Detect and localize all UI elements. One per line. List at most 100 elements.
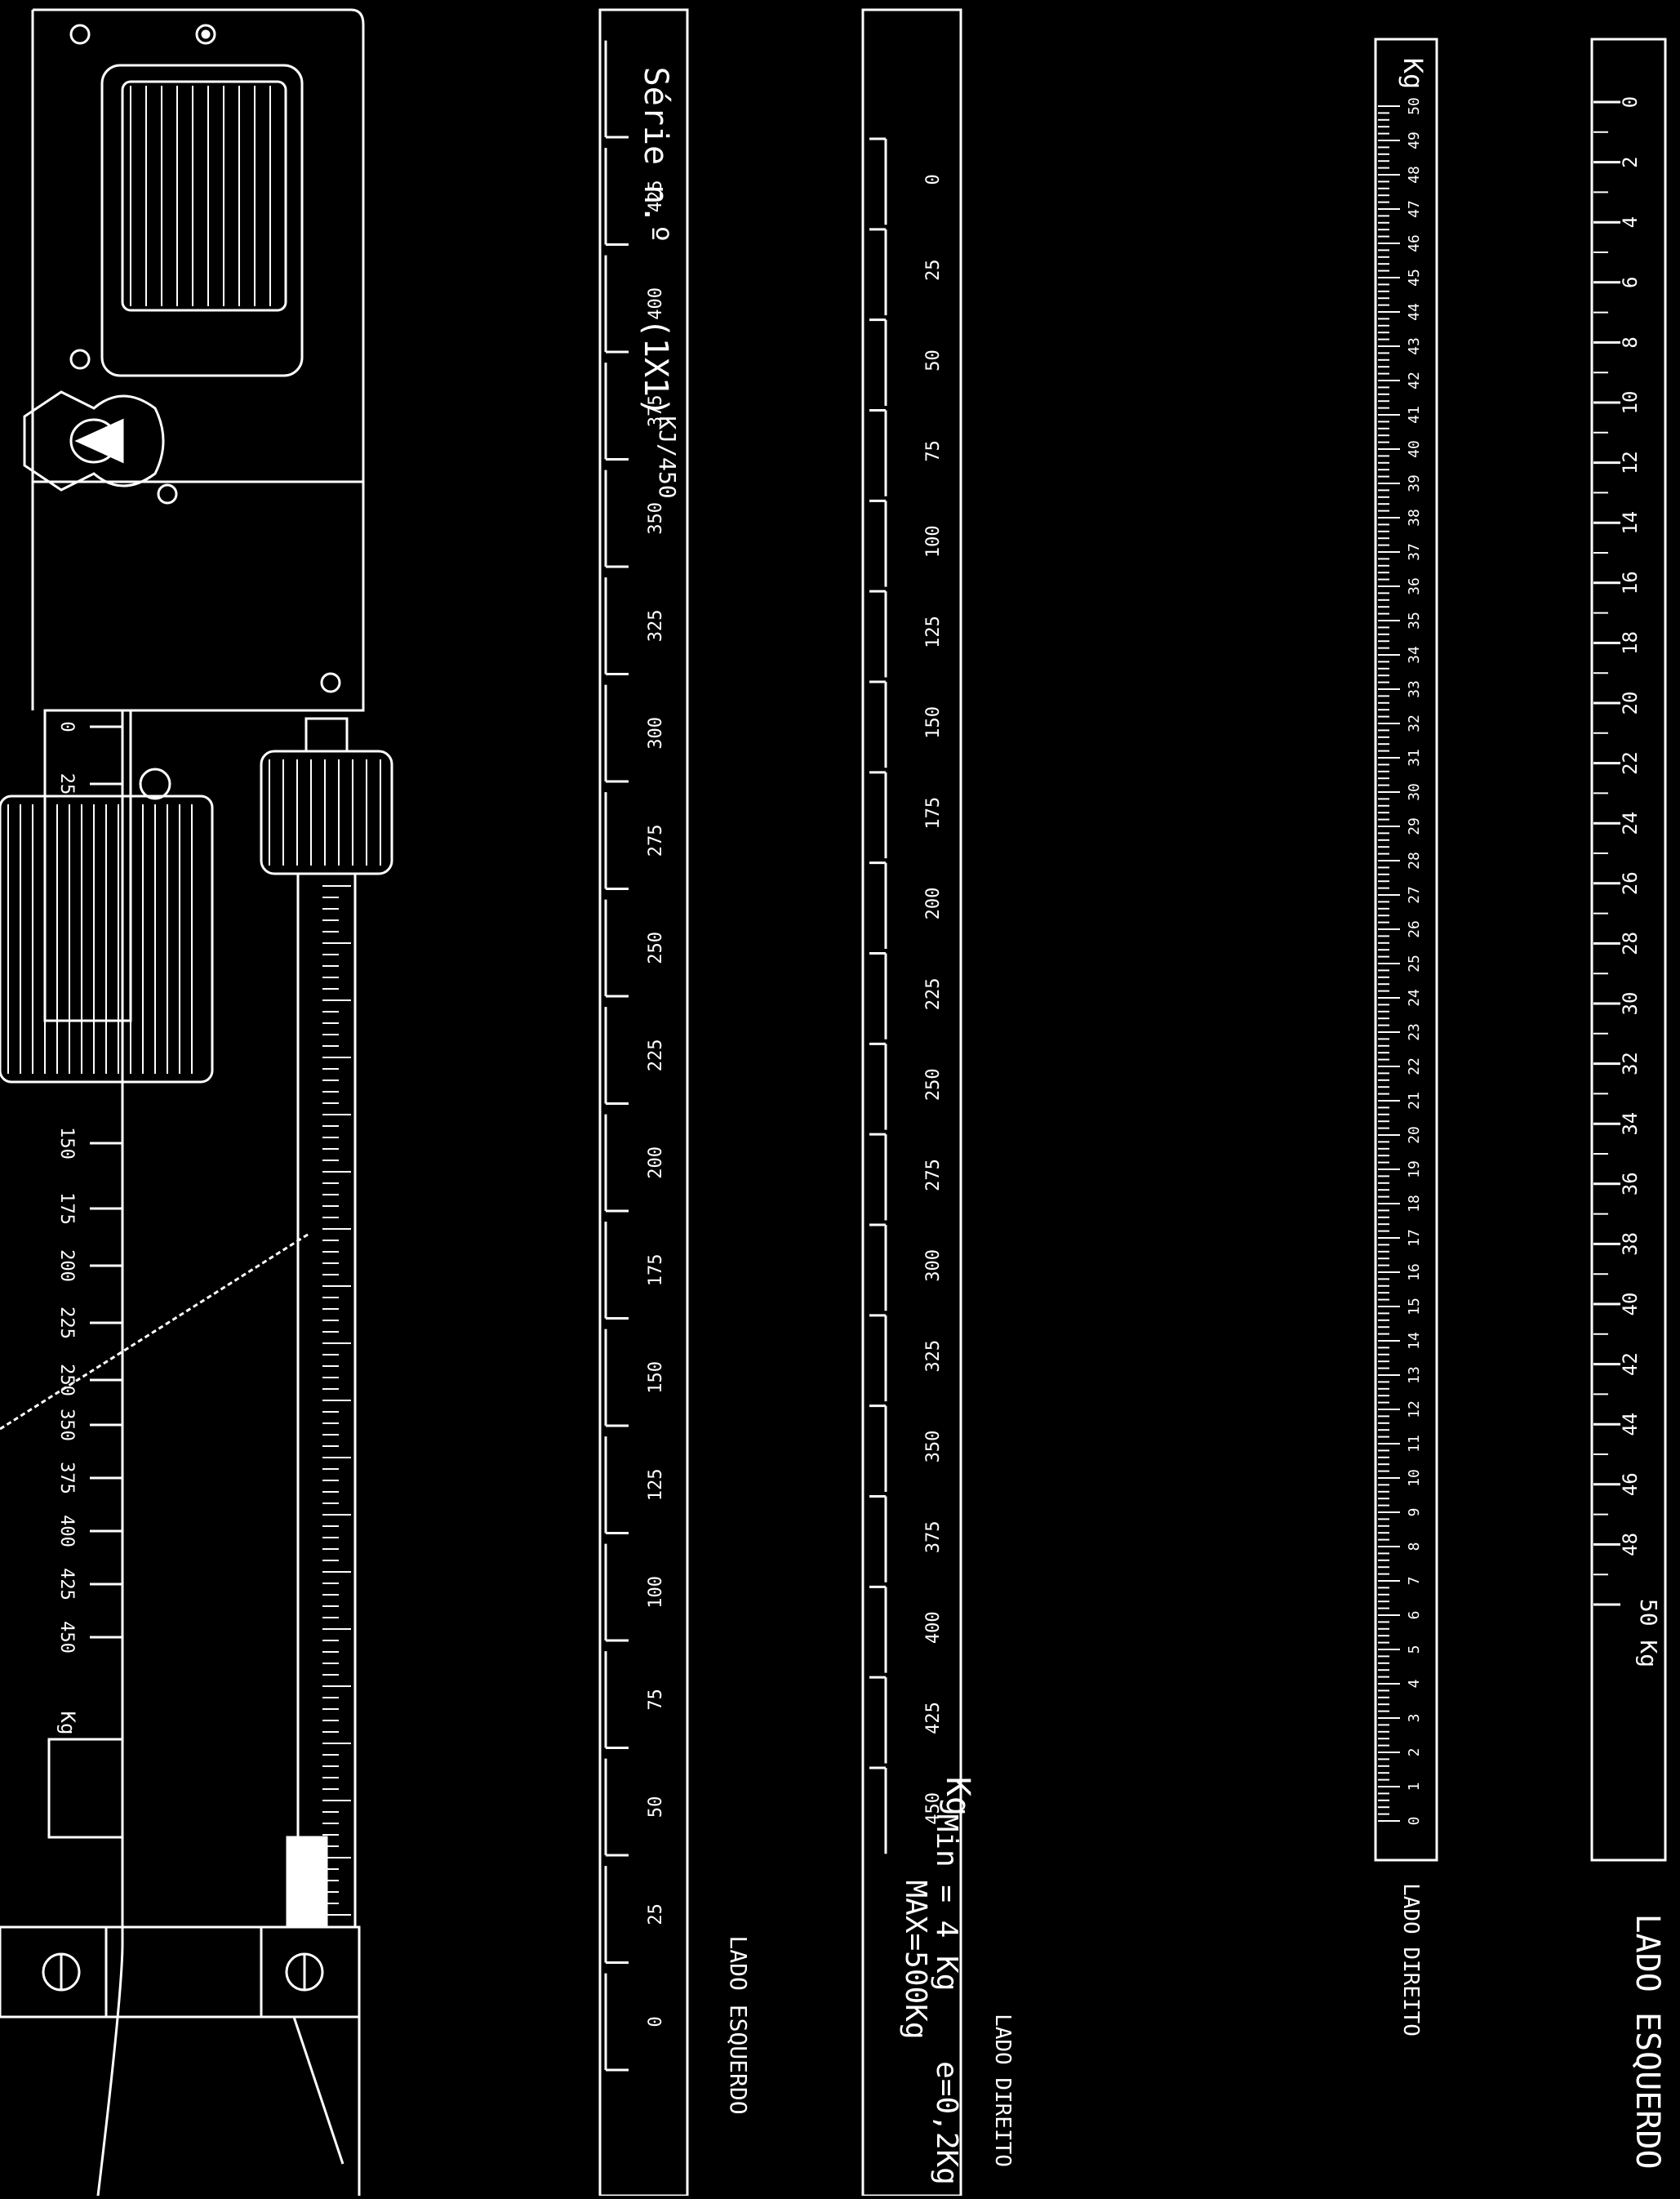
strip4-unit-end: 50 Kg [1635,1599,1662,1667]
strip1-scale: 0255075100125150175200225250275300325350… [604,40,666,2072]
strip3-tick-label: 21 [1406,1092,1423,1110]
strip4-tick-label: 8 [1619,336,1642,348]
strip3-tick-label: 41 [1406,406,1423,424]
strip1-tick-label: 275 [646,824,666,857]
spring-box [100,64,304,377]
strip3-tick-label: 7 [1406,1577,1423,1586]
strip3-tick-label: 35 [1406,612,1423,630]
strip3-tick-label: 3 [1406,1714,1423,1723]
strip1-tick-label: 375 [646,394,666,427]
strip3-tick-label: 44 [1406,303,1423,321]
strip4-tick-label: 14 [1619,511,1642,535]
strip1-tick-label: 200 [646,1146,666,1179]
strip4-tick-label: 38 [1619,1232,1642,1256]
strip2-tick-label: 325 [923,1340,944,1373]
spec-plate [47,1738,124,1839]
strip3-unit: Kg [1398,58,1429,90]
strip2-scale: 0255075100125150175200225250275300325350… [869,137,944,1854]
mechanism-unit: Kg [56,1712,79,1735]
strip2-tick-label: 75 [923,440,944,462]
strip1-tick-label: 300 [646,717,666,750]
strip3-scale: 0123456789101112131415161718192021222324… [1378,97,1423,1825]
strip3-tick-label: 11 [1406,1435,1423,1453]
strip3-tick-label: 18 [1406,1195,1423,1213]
strip2-tick-label: 100 [923,525,944,558]
strip4-tick-label: 16 [1619,571,1642,594]
mechanism-scale-label: 400 [56,1515,77,1547]
cam-leaf [74,418,124,464]
strip1-tick-label: 50 [646,1796,666,1818]
strip4-scale: 0246810121416182022242628303234363840424… [1593,96,1642,1606]
strip4-tick-label: 32 [1619,1052,1642,1075]
screw-hole-icon [201,29,211,39]
strip1-tick-label: 75 [646,1689,666,1711]
strip3-tick-label: 1 [1406,1783,1423,1792]
mechanism-scale-label: 250 [56,1364,77,1396]
strip3-tick-label: 10 [1406,1469,1423,1487]
strip2-tick-label: 250 [923,1068,944,1101]
strip4-tick-label: 34 [1619,1112,1642,1136]
strip2-tick-label: 175 [923,797,944,830]
strip2-tick-label: 350 [923,1431,944,1463]
strip3-tick-label: 4 [1406,1680,1423,1689]
strip4-tick-label: 6 [1619,277,1642,288]
mechanism-scale-label: 350 [56,1409,77,1441]
strip3-tick-label: 31 [1406,749,1423,767]
strip2-tick-label: 50 [923,349,944,372]
strip2-tick-label: 150 [923,706,944,739]
strip3-frame [1374,38,1438,1862]
strip2-tick-label: 200 [923,888,944,920]
strip1-tick-label: 175 [646,1253,666,1286]
strip3-tick-label: 28 [1406,852,1423,870]
strip4-frame [1590,38,1667,1862]
screw-hole-icon [320,672,341,693]
strip4-tick-label: 2 [1619,156,1642,167]
strip4-tick-label: 28 [1619,932,1642,955]
strip3-tick-label: 34 [1406,646,1423,664]
strip1-tick-label: 425 [646,180,666,212]
strip3-tick-label: 42 [1406,372,1423,389]
strip4-tick-label: 10 [1619,391,1642,415]
mechanism-scale-label: 150 [56,1127,77,1160]
strip3-tick-label: 14 [1406,1332,1423,1350]
strip3-tick-label: 8 [1406,1542,1423,1551]
strip2-unit: Kg [939,1777,976,1816]
strip4-tick-label: 22 [1619,751,1642,775]
strip3-tick-label: 16 [1406,1263,1423,1281]
strip3-tick-label: 45 [1406,269,1423,287]
strip2-tick-label: 400 [923,1611,944,1644]
strip2-tick-label: 275 [923,1159,944,1191]
strip3-tick-label: 5 [1406,1645,1423,1654]
strip1-title: Série n.º [637,67,674,244]
strip3-tick-label: 15 [1406,1298,1423,1315]
strip2-tick-label: 300 [923,1249,944,1282]
strip3-tick-label: 30 [1406,783,1423,801]
strip2-tick-label: 375 [923,1521,944,1554]
strip3-tick-label: 38 [1406,509,1423,527]
strip4-tick-label: 26 [1619,871,1642,895]
strip1-tick-label: 0 [646,2016,666,2027]
strip1-tick-label: 250 [646,932,666,964]
strip3-side-label: LADO DIREITO [1398,1883,1423,2037]
strip1-subtitle: (1X1) [637,318,674,416]
strip4-tick-label: 48 [1619,1533,1642,1556]
strip3-tick-label: 26 [1406,920,1423,938]
strip3-tick-label: 0 [1406,1817,1423,1826]
strip1-tick-label: 325 [646,609,666,642]
strip4-tick-label: 30 [1619,992,1642,1016]
strip4-tick-label: 24 [1619,812,1642,835]
strip1-tick-label: 150 [646,1361,666,1394]
strip4-tick-label: 40 [1619,1293,1642,1316]
strip3-tick-label: 24 [1406,989,1423,1007]
strip3-tick-label: 33 [1406,680,1423,698]
strip1-tick-label: 125 [646,1468,666,1501]
screw-hole-icon [69,349,91,370]
strip3-tick-label: 17 [1406,1229,1423,1247]
strip1-tick-label: 100 [646,1576,666,1609]
strip2-tick-label: 425 [923,1702,944,1734]
screw-hole-icon [69,24,91,45]
strip3-tick-label: 49 [1406,131,1423,149]
brand-plate [286,1836,328,1929]
